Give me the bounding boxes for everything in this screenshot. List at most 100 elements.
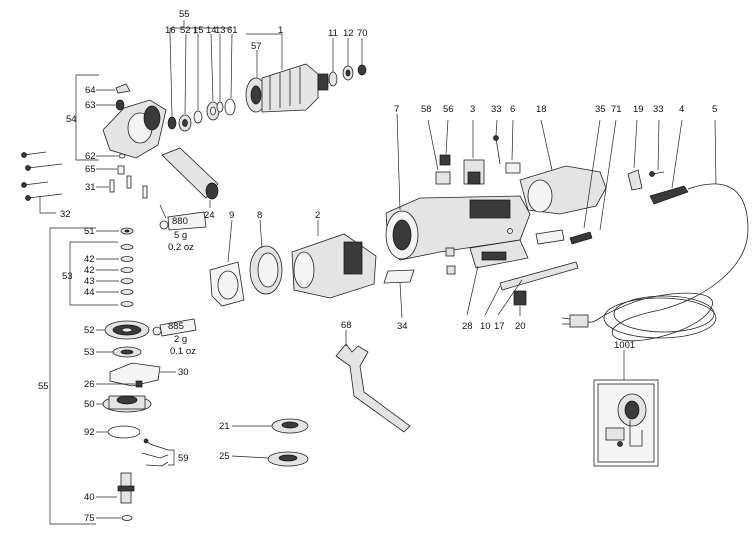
part-18-cover bbox=[519, 119, 607, 215]
part-switch-rod bbox=[484, 261, 579, 316]
label-52-top: 52 bbox=[180, 25, 191, 36]
label-65: 65 bbox=[85, 164, 96, 175]
label-1: 1 bbox=[278, 25, 283, 36]
part-9-bracket bbox=[209, 219, 245, 307]
part-92-oring bbox=[96, 425, 141, 439]
label-3: 3 bbox=[470, 104, 475, 115]
label-21: 21 bbox=[219, 421, 230, 432]
label-62: 62 bbox=[85, 151, 96, 162]
part-61 bbox=[224, 33, 236, 116]
part-56 bbox=[439, 119, 451, 166]
label-50: 50 bbox=[84, 399, 95, 410]
label-71: 71 bbox=[611, 104, 622, 115]
label-53-b: 53 bbox=[84, 347, 95, 358]
part-40-spindle bbox=[96, 472, 135, 504]
label-58: 58 bbox=[421, 104, 432, 115]
grease-880 bbox=[159, 204, 207, 231]
part-50-flange bbox=[96, 395, 152, 413]
label-56: 56 bbox=[443, 104, 454, 115]
part-33-screw-b bbox=[649, 119, 665, 177]
part-small-knobs bbox=[445, 228, 513, 275]
part-21 bbox=[232, 418, 309, 434]
label-40: 40 bbox=[84, 492, 95, 503]
part-6-brush bbox=[505, 119, 521, 174]
label-880-grams: 5 g bbox=[174, 230, 187, 241]
label-55-top: 55 bbox=[179, 9, 190, 20]
part-52-gear bbox=[96, 320, 150, 340]
inset-1001 bbox=[593, 350, 659, 467]
label-54: 54 bbox=[66, 114, 77, 125]
part-32-screws bbox=[21, 151, 63, 214]
label-34: 34 bbox=[397, 321, 408, 332]
label-52-b: 52 bbox=[84, 325, 95, 336]
part-24-handle bbox=[161, 147, 219, 208]
part-14 bbox=[206, 33, 220, 121]
part-2-stator bbox=[291, 220, 377, 299]
label-92: 92 bbox=[84, 427, 95, 438]
part-31 bbox=[96, 175, 148, 199]
part-1-armature bbox=[246, 33, 337, 113]
label-64: 64 bbox=[85, 85, 96, 96]
label-9: 9 bbox=[229, 210, 234, 221]
label-4: 4 bbox=[679, 104, 684, 115]
label-68: 68 bbox=[341, 320, 352, 331]
part-57-fan bbox=[245, 50, 267, 113]
label-70: 70 bbox=[357, 28, 368, 39]
label-1001: 1001 bbox=[614, 340, 635, 351]
label-51: 51 bbox=[84, 226, 95, 237]
part-3-brushholder bbox=[463, 120, 485, 185]
label-32: 32 bbox=[60, 209, 71, 220]
label-35: 35 bbox=[595, 104, 606, 115]
part-33-screw-a bbox=[493, 119, 501, 165]
part-51 bbox=[96, 227, 134, 235]
part-70 bbox=[357, 38, 367, 76]
label-33-a: 33 bbox=[491, 104, 502, 115]
label-30: 30 bbox=[178, 367, 189, 378]
part-68-wrench bbox=[335, 330, 411, 433]
part-4-cablesleeve bbox=[649, 119, 689, 205]
label-880: 880 bbox=[172, 216, 188, 227]
part-58 bbox=[427, 119, 451, 185]
part-stack-washers bbox=[96, 244, 134, 307]
label-26: 26 bbox=[84, 379, 95, 390]
part-65 bbox=[96, 165, 125, 175]
label-43: 43 bbox=[84, 276, 95, 287]
label-11: 11 bbox=[328, 28, 338, 39]
label-42-a: 42 bbox=[84, 254, 95, 265]
label-880-ounces: 0.2 oz bbox=[168, 242, 194, 253]
part-12 bbox=[342, 38, 354, 81]
part-62 bbox=[96, 153, 126, 159]
label-31: 31 bbox=[85, 182, 96, 193]
label-18: 18 bbox=[536, 104, 547, 115]
label-2: 2 bbox=[315, 210, 320, 221]
label-24: 24 bbox=[204, 210, 215, 221]
label-53-a: 53 bbox=[62, 271, 73, 282]
part-64 bbox=[96, 83, 131, 94]
part-5-cable bbox=[561, 119, 749, 342]
label-42-b: 42 bbox=[84, 265, 95, 276]
part-20 bbox=[513, 290, 527, 316]
label-44: 44 bbox=[84, 287, 95, 298]
label-6: 6 bbox=[510, 104, 515, 115]
label-57: 57 bbox=[251, 41, 262, 52]
part-7-housing bbox=[385, 113, 531, 261]
part-71 bbox=[569, 119, 617, 245]
bracket-55-left bbox=[49, 227, 96, 525]
label-8: 8 bbox=[257, 210, 262, 221]
part-35-label bbox=[535, 119, 601, 245]
label-885-grams: 2 g bbox=[174, 334, 187, 345]
part-gearhead bbox=[102, 99, 167, 159]
label-17: 17 bbox=[494, 321, 505, 332]
label-12: 12 bbox=[343, 28, 354, 39]
part-switch-assembly bbox=[466, 239, 529, 316]
label-28: 28 bbox=[462, 321, 473, 332]
label-63: 63 bbox=[85, 100, 96, 111]
part-16 bbox=[167, 33, 177, 130]
label-75: 75 bbox=[84, 513, 95, 524]
part-15 bbox=[193, 34, 203, 124]
label-5: 5 bbox=[712, 104, 717, 115]
label-10: 10 bbox=[480, 321, 491, 332]
part-75 bbox=[96, 515, 133, 521]
label-885: 885 bbox=[168, 321, 184, 332]
